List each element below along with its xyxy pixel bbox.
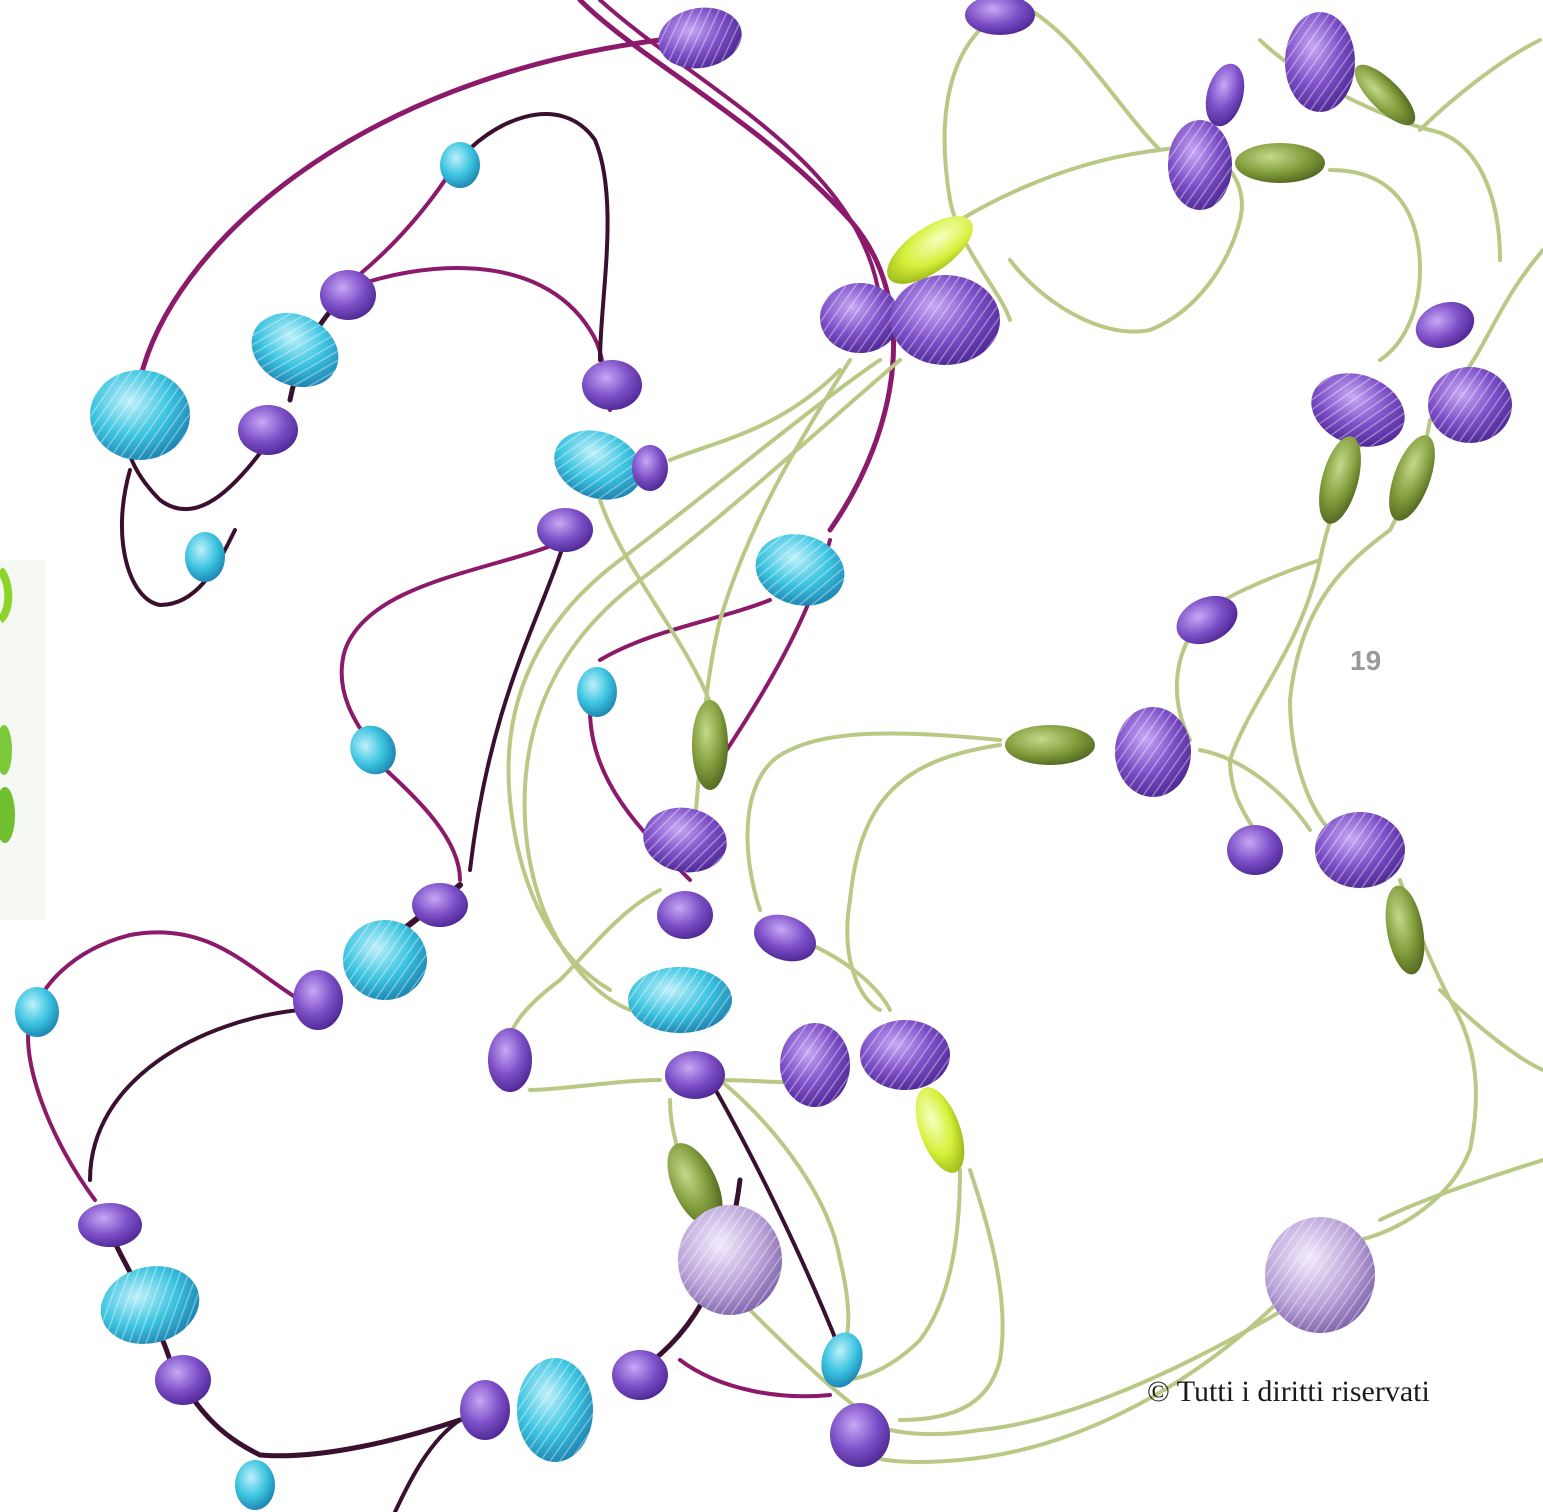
lime-beads <box>887 216 973 1173</box>
page-number: 19 <box>1350 645 1382 676</box>
purple-beads <box>78 0 1512 1467</box>
turquoise-beads <box>15 142 863 1510</box>
lavender-wire-beads <box>678 1205 1375 1333</box>
olive-beads <box>667 64 1435 1227</box>
left-edge-green-fragment <box>0 560 45 920</box>
magenta-cords <box>26 0 897 1512</box>
green-cords <box>506 8 1543 1464</box>
copyright-notice: © Tutti i diritti riservati <box>1147 1375 1430 1408</box>
